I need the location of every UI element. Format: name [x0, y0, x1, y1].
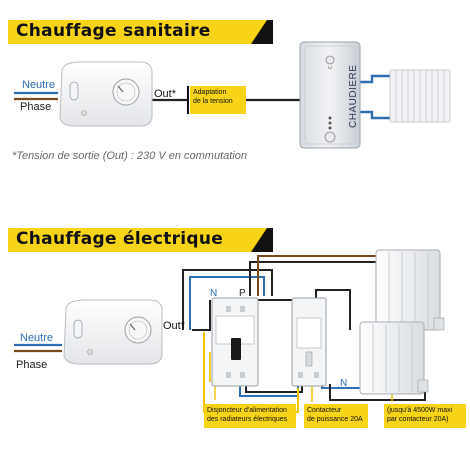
radiator-top	[389, 69, 451, 123]
sanitary-title: Chauffage sanitaire	[16, 21, 211, 41]
adaptation-line2: de la tension	[193, 98, 233, 105]
boiler-label: CHAUDIERE	[348, 65, 359, 128]
electric-title: Chauffage électrique	[16, 229, 224, 249]
adaptation-box: Adaptation de la tension	[190, 86, 246, 114]
circuit-breaker	[211, 297, 259, 387]
electric-wires	[14, 255, 426, 413]
contactor-line2: de puissance 20A	[307, 416, 363, 423]
sanitary-banner: Chauffage sanitaire	[8, 20, 273, 44]
max-line1: (jusqu'à 4500W maxi	[387, 407, 453, 414]
radiator-electric-front	[359, 321, 429, 395]
max-power-annotation: (jusqu'à 4500W maxi par contacteur 20A)	[384, 404, 466, 428]
breaker-line2: des radiateurs électriques	[207, 416, 288, 423]
adaptation-line1: Adaptation	[193, 89, 227, 96]
out-label-bottom: Out*	[163, 320, 186, 332]
contactor	[291, 297, 327, 387]
voltage-note: *Tension de sortie (Out) : 230 V en comm…	[12, 150, 247, 162]
banner-tail-icon	[251, 20, 273, 44]
breaker-line1: Disjoncteur d'alimentation	[207, 407, 287, 414]
max-line2: par contacteur 20A)	[387, 416, 449, 423]
radiator-electric-back	[375, 249, 445, 331]
thermostat-top	[59, 61, 153, 127]
contactor-annotation: Contacteur de puissance 20A	[304, 404, 368, 428]
boiler	[299, 41, 361, 149]
banner-tail-icon	[251, 228, 273, 252]
electric-banner: Chauffage électrique	[8, 228, 273, 252]
terminal-n-top: N	[210, 288, 217, 299]
thermostat-bottom	[63, 299, 163, 365]
neutre-label-bottom: Neutre	[20, 332, 54, 344]
breaker-annotation: Disjoncteur d'alimentation des radiateur…	[204, 404, 296, 428]
terminal-p-top: P	[239, 288, 246, 299]
terminal-n-bottom: N	[340, 378, 347, 389]
phase-label-top: Phase	[20, 101, 52, 113]
phase-label-bottom: Phase	[16, 359, 48, 371]
neutre-label-top: Neutre	[22, 79, 56, 91]
out-label-top: Out*	[154, 88, 177, 100]
contactor-line1: Contacteur	[307, 407, 342, 414]
